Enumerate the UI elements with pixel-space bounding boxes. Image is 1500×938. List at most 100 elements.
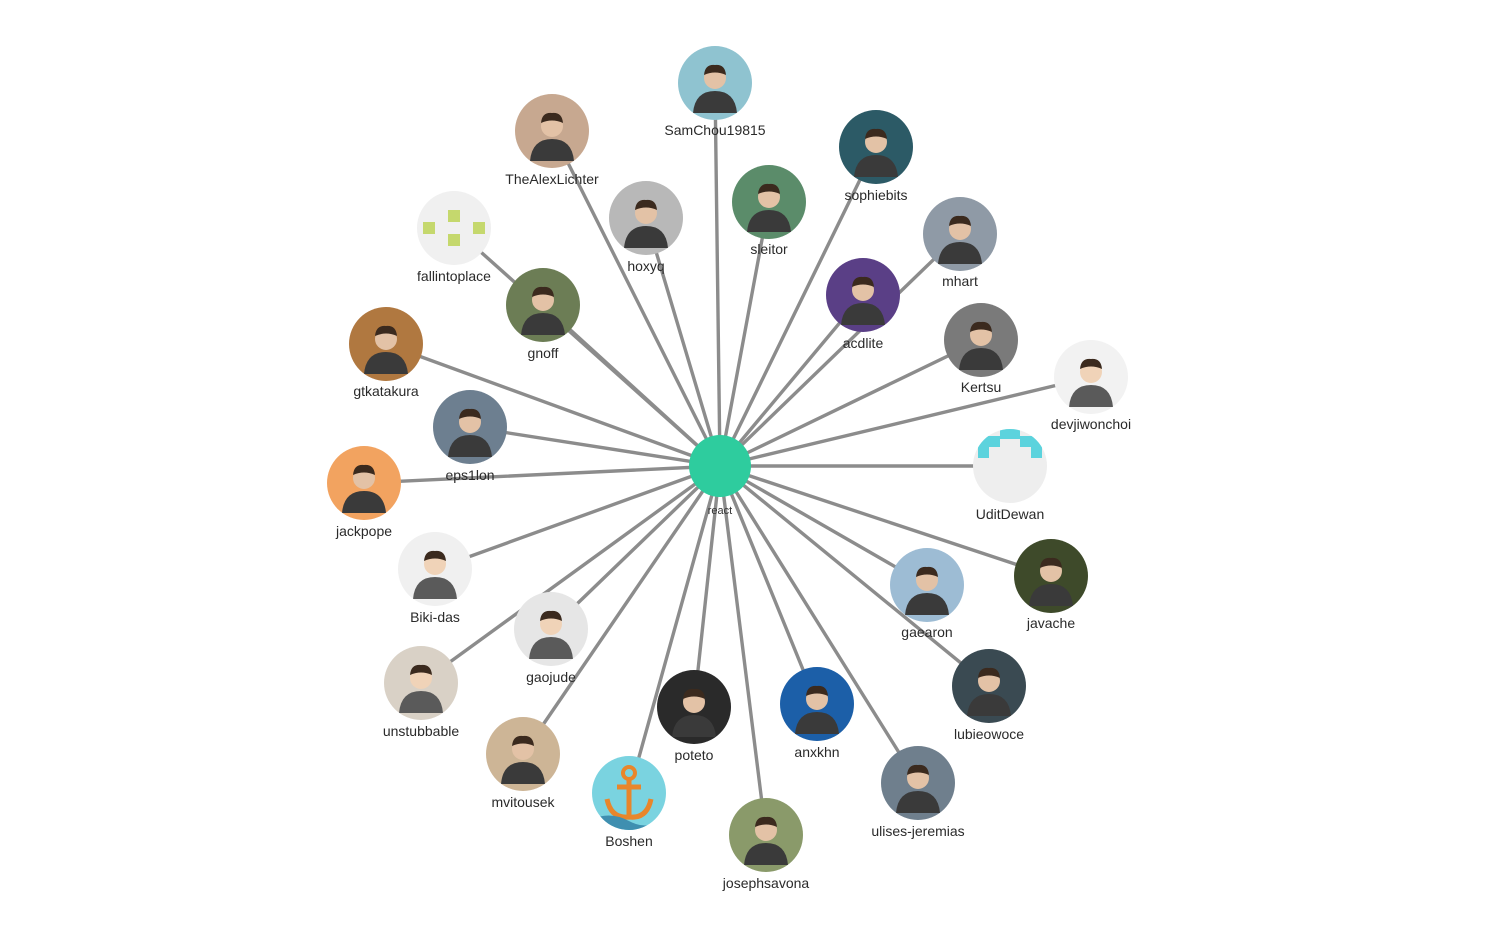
contributor-label[interactable]: acdlite	[843, 335, 884, 351]
edges-layer	[362, 81, 1093, 837]
person-avatar-icon	[529, 610, 573, 659]
contributor-node-josephsavona[interactable]: josephsavona	[722, 798, 810, 891]
contributor-label[interactable]: mvitousek	[491, 794, 555, 810]
avatar-shoulders	[364, 352, 408, 374]
contributor-label[interactable]: poteto	[675, 747, 714, 763]
contributor-label[interactable]: Boshen	[605, 833, 652, 849]
person-avatar-icon	[896, 764, 940, 813]
avatar-hair	[978, 667, 1000, 678]
contributor-label[interactable]: gtkatakura	[353, 383, 419, 399]
contributor-label[interactable]: Kertsu	[961, 379, 1001, 395]
contributor-node-acdlite[interactable]: acdlite	[826, 258, 900, 351]
edge-jackpope	[362, 464, 722, 485]
contributor-label[interactable]: Biki-das	[410, 609, 460, 625]
contributor-node-fallintoplace[interactable]: fallintoplace	[417, 191, 491, 284]
contributor-label[interactable]: SamChou19815	[664, 122, 765, 138]
avatar-hair	[806, 685, 828, 696]
contributor-node-mvitousek[interactable]: mvitousek	[486, 717, 560, 810]
avatar-shoulders	[448, 435, 492, 457]
contributor-node-UditDewan[interactable]: UditDewan	[973, 429, 1047, 522]
avatar-hair	[907, 764, 929, 775]
contributor-label[interactable]: josephsavona	[722, 875, 810, 891]
person-avatar-icon	[672, 688, 716, 737]
contributor-node-jackpope[interactable]: jackpope	[327, 446, 401, 539]
avatar-shoulders	[747, 210, 791, 232]
avatar-hair	[353, 464, 375, 475]
contributor-label[interactable]: gnoff	[528, 345, 559, 361]
contributor-label[interactable]: javache	[1026, 615, 1075, 631]
contributor-label[interactable]: anxkhn	[794, 744, 839, 760]
person-avatar-icon	[342, 464, 386, 513]
contributor-label[interactable]: eps1lon	[445, 467, 494, 483]
person-avatar-icon	[501, 735, 545, 784]
contributor-node-Boshen[interactable]: Boshen	[592, 756, 666, 849]
person-avatar-icon	[693, 64, 737, 113]
edge-anxkhn	[718, 464, 819, 706]
avatar-shoulders	[529, 637, 573, 659]
avatar-shoulders	[896, 791, 940, 813]
contributor-node-gaearon[interactable]: gaearon	[890, 548, 964, 640]
contributor-node-javache[interactable]: javache	[1014, 539, 1088, 631]
contributor-label[interactable]: fallintoplace	[417, 268, 491, 284]
avatar[interactable]	[417, 191, 491, 265]
contributor-node-mhart[interactable]: mhart	[923, 197, 997, 289]
edge-TheAlexLichter	[550, 129, 722, 468]
contributor-label[interactable]: hoxyq	[627, 258, 664, 274]
person-avatar-icon	[967, 667, 1011, 716]
avatar-shoulders	[841, 303, 885, 325]
edge-mvitousek	[521, 464, 722, 756]
avatar-shoulders	[413, 577, 457, 599]
contributor-node-sleitor[interactable]: sleitor	[732, 165, 806, 257]
edge-lubieowoce	[718, 464, 991, 688]
avatar-hair	[758, 183, 780, 194]
contributor-node-gnoff[interactable]: gnoff	[506, 268, 580, 361]
edge-devjiwonchoi	[718, 375, 1093, 468]
contributor-node-Biki-das[interactable]: Biki-das	[398, 532, 472, 625]
avatar-hair	[541, 112, 563, 123]
avatar-shoulders	[938, 242, 982, 264]
edge-unstubbable	[419, 464, 722, 685]
contributor-label[interactable]: UditDewan	[976, 506, 1044, 522]
contributor-label[interactable]: TheAlexLichter	[505, 171, 599, 187]
contributor-node-gaojude[interactable]: gaojude	[514, 592, 588, 685]
person-avatar-icon	[521, 286, 565, 335]
contributor-label[interactable]: sophiebits	[844, 187, 907, 203]
contributor-node-Kertsu[interactable]: Kertsu	[944, 303, 1018, 395]
contributor-label[interactable]: gaojude	[526, 669, 576, 685]
contributor-label[interactable]: mhart	[942, 273, 978, 289]
contributor-label[interactable]: gaearon	[901, 624, 952, 640]
contributor-node-lubieowoce[interactable]: lubieowoce	[952, 649, 1026, 742]
contributor-node-gtkatakura[interactable]: gtkatakura	[349, 307, 423, 399]
contributor-label[interactable]: jackpope	[335, 523, 392, 539]
contributor-label[interactable]: lubieowoce	[954, 726, 1024, 742]
contributor-node-sophiebits[interactable]: sophiebits	[839, 110, 913, 203]
avatar-hair	[375, 325, 397, 336]
contributor-node-ulises-jeremias[interactable]: ulises-jeremias	[871, 746, 965, 839]
contributor-node-hoxyq[interactable]: hoxyq	[609, 181, 683, 274]
contributor-node-poteto[interactable]: poteto	[657, 670, 731, 763]
avatar-hair	[424, 550, 446, 561]
contributor-node-eps1lon[interactable]: eps1lon	[433, 390, 507, 483]
contributor-label[interactable]: ulises-jeremias	[871, 823, 964, 839]
edge-acdlite	[718, 293, 865, 468]
avatar-shoulders	[1029, 584, 1073, 606]
avatar-shoulders	[521, 313, 565, 335]
avatar-shoulders	[744, 843, 788, 865]
avatar-shoulders	[672, 715, 716, 737]
person-avatar-icon	[905, 566, 949, 615]
person-avatar-icon	[624, 199, 668, 248]
center-node-circle[interactable]	[689, 435, 751, 497]
contributor-label[interactable]: unstubbable	[383, 723, 460, 739]
contributor-label[interactable]: sleitor	[750, 241, 788, 257]
contributor-node-devjiwonchoi[interactable]: devjiwonchoi	[1051, 340, 1131, 432]
contributor-node-SamChou19815[interactable]: SamChou19815	[664, 46, 766, 138]
center-node[interactable]: react	[689, 435, 751, 517]
contributor-node-TheAlexLichter[interactable]: TheAlexLichter	[505, 94, 599, 187]
avatar-shoulders	[501, 762, 545, 784]
contributor-label[interactable]: devjiwonchoi	[1051, 416, 1131, 432]
contributor-node-anxkhn[interactable]: anxkhn	[780, 667, 854, 760]
contributor-node-unstubbable[interactable]: unstubbable	[383, 646, 460, 739]
edge-poteto	[692, 464, 722, 709]
edge-gnoff	[541, 303, 722, 468]
